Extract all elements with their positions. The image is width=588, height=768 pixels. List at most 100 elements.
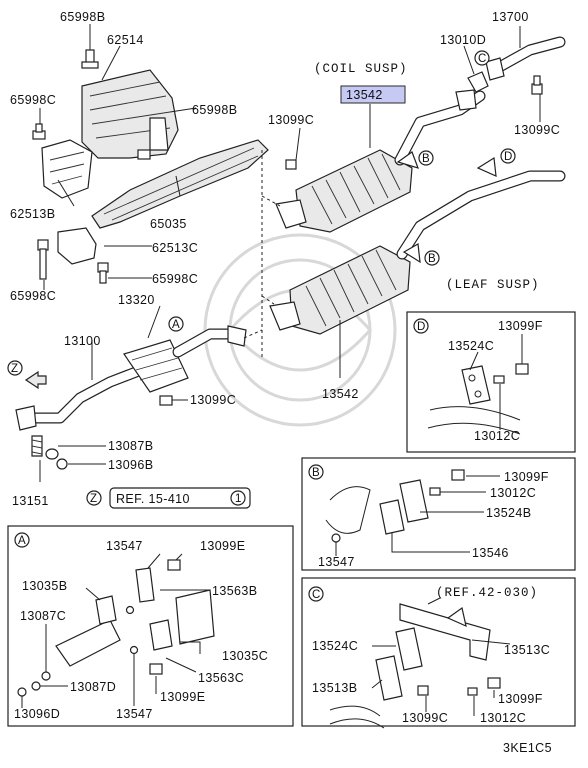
heat-protector-62514[interactable] (81, 69, 179, 159)
main-muffler-13542-leaf[interactable] (269, 170, 566, 335)
svg-text:13563B: 13563B (212, 584, 258, 598)
svg-text:D: D (504, 151, 512, 163)
label-13099C-mid[interactable]: 13099C (190, 393, 236, 407)
bolt-65998C-mid[interactable] (97, 262, 109, 284)
svg-text:13547: 13547 (106, 539, 143, 553)
tail-pipe-13700[interactable] (485, 36, 566, 81)
svg-text:13099F: 13099F (498, 319, 543, 333)
detail-box-C: C (REF.42-030) 13524C 13513C 13513B 1309… (301, 577, 576, 729)
detail-box-D: D 13099F 13524C 13012C (406, 311, 576, 453)
svg-text:13524C: 13524C (448, 339, 494, 353)
svg-text:13547: 13547 (116, 707, 153, 721)
spring-13151[interactable] (31, 435, 43, 457)
z-arrow (24, 370, 47, 390)
svg-text:B: B (422, 153, 430, 165)
label-13099C-upper[interactable]: 13099C (268, 113, 314, 127)
bracket-62513C[interactable] (57, 227, 97, 265)
svg-text:13087D: 13087D (70, 680, 116, 694)
svg-text:13547: 13547 (318, 555, 355, 569)
heat-protector-65035[interactable] (91, 139, 269, 229)
svg-text:B: B (428, 253, 436, 265)
watermark-emblem (203, 233, 397, 427)
label-65998B-right[interactable]: 65998B (192, 103, 238, 117)
note-leaf-susp: (LEAF SUSP) (446, 278, 540, 292)
callout-D-main[interactable]: D (500, 148, 516, 164)
heat-protector-62513B[interactable] (41, 139, 93, 199)
label-13100[interactable]: 13100 (64, 334, 101, 348)
bolt-65998C-bottom[interactable] (37, 239, 49, 280)
label-13542-lower[interactable]: 13542 (322, 387, 359, 401)
label-65998B-top[interactable]: 65998B (60, 10, 106, 24)
callout-C-main[interactable]: C (474, 50, 490, 66)
svg-text:13099F: 13099F (498, 692, 543, 706)
label-13700[interactable]: 13700 (492, 10, 529, 24)
label-65998C-left[interactable]: 65998C (10, 93, 56, 107)
svg-text:13012C: 13012C (474, 429, 520, 443)
svg-text:(REF.42-030): (REF.42-030) (436, 586, 538, 600)
diagram-code: 3KE1C5 (503, 741, 552, 755)
svg-text:C: C (312, 589, 320, 601)
svg-text:Z: Z (90, 493, 97, 505)
svg-text:13513C: 13513C (504, 643, 550, 657)
svg-text:13099F: 13099F (504, 470, 549, 484)
label-65998C-bottom[interactable]: 65998C (10, 289, 56, 303)
svg-text:B: B (312, 467, 320, 479)
svg-text:13035C: 13035C (222, 649, 268, 663)
main-muffler-13542-coil[interactable] (275, 89, 486, 233)
note-coil-susp: (COIL SUSP) (314, 62, 408, 76)
svg-text:13563C: 13563C (198, 671, 244, 685)
svg-text:D: D (417, 321, 425, 333)
detail-box-A: A 13547 13099E 13035B 13563B 13087C 1303… (7, 525, 294, 727)
svg-text:A: A (172, 319, 180, 331)
label-13099C-right[interactable]: 13099C (514, 123, 560, 137)
catalytic-converter-13320[interactable] (123, 325, 247, 393)
label-13096B[interactable]: 13096B (108, 458, 154, 472)
bolt-65998B-top[interactable] (81, 49, 99, 69)
callout-B-coil[interactable]: B (418, 150, 434, 166)
hanger-13010D[interactable] (467, 71, 489, 93)
label-13320[interactable]: 13320 (118, 293, 155, 307)
svg-text:13099E: 13099E (160, 690, 206, 704)
label-13010D[interactable]: 13010D (440, 33, 486, 47)
part-labels: 65998B 62514 65998C 65998B 62513B 65035 … (10, 10, 560, 755)
svg-text:13096D: 13096D (14, 707, 60, 721)
svg-text:13012C: 13012C (490, 486, 536, 500)
bolt-13099C-right[interactable] (531, 75, 543, 95)
hanger-bracket-B-leaf (402, 243, 421, 264)
label-13087B[interactable]: 13087B (108, 439, 154, 453)
callout-A-main[interactable]: A (168, 316, 184, 332)
svg-text:13546: 13546 (472, 546, 509, 560)
svg-text:Z: Z (11, 363, 18, 375)
label-13151[interactable]: 13151 (12, 494, 49, 508)
bolt-65998C-left[interactable] (32, 123, 46, 140)
svg-text:REF. 15-410: REF. 15-410 (116, 492, 190, 506)
svg-text:13542: 13542 (346, 88, 383, 102)
gasket-13087B[interactable] (45, 448, 59, 460)
svg-text:13524B: 13524B (486, 506, 532, 520)
label-62513B[interactable]: 62513B (10, 207, 56, 221)
hanger-bracket-B-coil (396, 151, 419, 169)
label-65998C-mid[interactable]: 65998C (152, 272, 198, 286)
svg-text:13087C: 13087C (20, 609, 66, 623)
nut-13096B[interactable] (56, 458, 68, 470)
label-62514[interactable]: 62514 (107, 33, 144, 47)
bolt-13099C-mid[interactable] (159, 395, 173, 406)
callout-B-leaf[interactable]: B (424, 250, 440, 266)
label-62513C[interactable]: 62513C (152, 241, 198, 255)
bolt-13099C-upper[interactable] (285, 159, 297, 170)
svg-text:13012C: 13012C (480, 711, 526, 725)
label-65035[interactable]: 65035 (150, 217, 187, 231)
svg-text:C: C (478, 53, 486, 65)
svg-text:1: 1 (235, 493, 241, 505)
svg-text:13099E: 13099E (200, 539, 246, 553)
svg-text:13513B: 13513B (312, 681, 358, 695)
detail-box-B: B 13099F 13012C 13524B 13546 13547 (301, 457, 576, 571)
svg-text:13035B: 13035B (22, 579, 68, 593)
hanger-bracket-D (476, 156, 497, 177)
callout-Z-main[interactable]: Z (7, 360, 23, 376)
svg-text:A: A (18, 535, 26, 547)
reference-15-410[interactable]: Z REF. 15-410 1 (86, 487, 251, 509)
highlighted-part-13542[interactable]: 13542 (340, 85, 406, 104)
svg-text:13524C: 13524C (312, 639, 358, 653)
